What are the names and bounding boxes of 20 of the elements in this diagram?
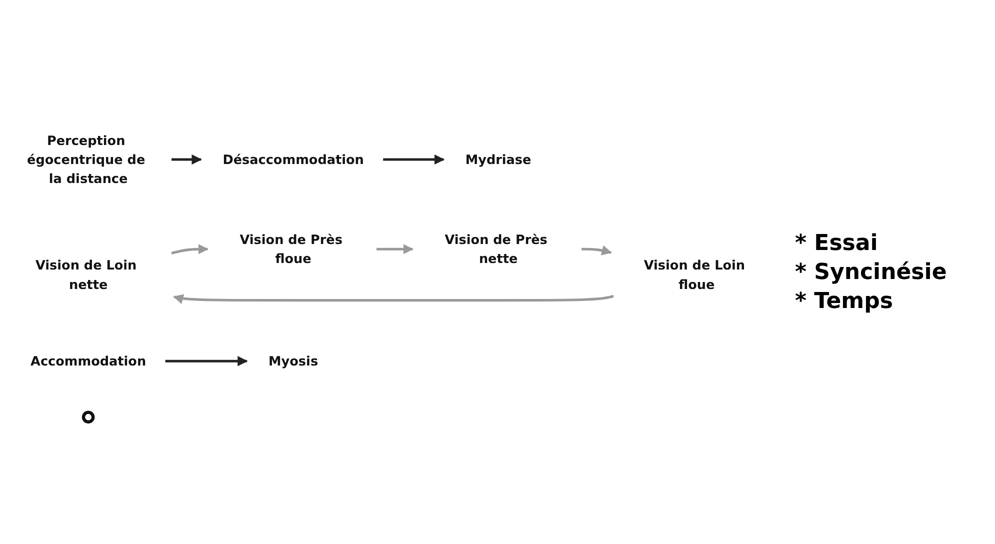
note-text: * Temps xyxy=(795,288,894,314)
node-text: Accommodation xyxy=(30,354,146,370)
node-text: Mydriase xyxy=(465,152,532,168)
note-text: * Essai xyxy=(795,230,879,256)
arrow xyxy=(376,244,414,255)
arrow xyxy=(173,294,614,305)
arrow xyxy=(165,356,248,367)
arrow xyxy=(582,246,612,256)
node-text: Perception égocentrique de la distance xyxy=(27,133,146,187)
node-circle xyxy=(82,411,95,424)
node-text: Vision de Près floue xyxy=(240,232,342,267)
arrow xyxy=(383,154,445,166)
arrow xyxy=(171,244,209,255)
node-text: Vision de Loin nette xyxy=(35,258,137,292)
node-text: Vision de Loin floue xyxy=(644,258,746,292)
node-text: Désaccommodation xyxy=(222,152,364,168)
arrow xyxy=(172,154,202,166)
node-text: Vision de Près nette xyxy=(444,232,548,267)
note-text: * Syncinésie xyxy=(795,260,948,284)
node-text: Myosis xyxy=(268,354,318,370)
